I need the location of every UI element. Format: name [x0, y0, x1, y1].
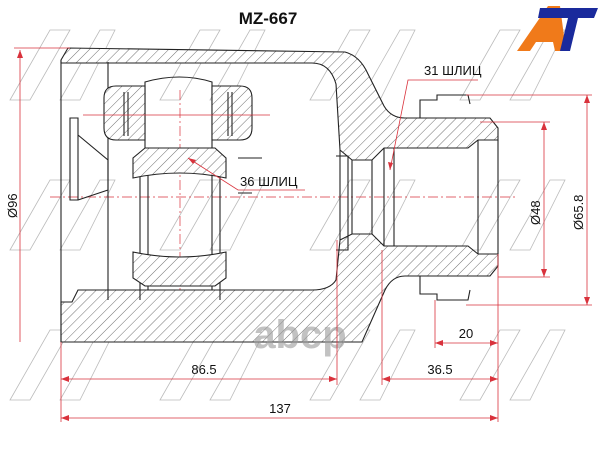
spider-marks [238, 157, 262, 194]
seal-lines [339, 150, 353, 240]
circlip [336, 155, 349, 251]
dimension-20: 20 [435, 326, 498, 346]
dimension-d48: Ø48 [480, 121, 550, 278]
boot-clamp [69, 117, 109, 201]
sat-watermark-mark [459, 329, 566, 401]
svg-text:86.5: 86.5 [191, 362, 216, 377]
dimension-36-5: 36.5 [382, 362, 498, 382]
boot-ring-lower [419, 276, 471, 301]
leader-36-spline: 36 ШЛИЦ [187, 157, 305, 191]
svg-text:20: 20 [459, 326, 473, 341]
sat-watermark-mark [459, 179, 566, 251]
leader-31-spline: 31 ШЛИЦ [388, 63, 482, 171]
part-number-title: MZ-667 [239, 9, 298, 28]
abcp-watermark: abcp [253, 313, 346, 357]
sat-watermark-mark [9, 179, 116, 251]
dimension-86-5: 86.5 [61, 362, 337, 382]
sat-watermark-mark [9, 29, 116, 101]
dimension-d96: Ø96 [5, 47, 70, 342]
dimension-137: 137 [61, 401, 498, 421]
dimension-d65-8: Ø65.8 [466, 94, 592, 306]
svg-text:36.5: 36.5 [427, 362, 452, 377]
boot-ring-upper [419, 94, 471, 118]
sat-watermark-mark [459, 29, 566, 101]
tripod-spider-lower [132, 251, 227, 287]
needle-bearings [123, 92, 233, 136]
housing-upper-section [60, 47, 499, 161]
stem-lines [371, 140, 499, 254]
svg-text:Ø65.8: Ø65.8 [571, 195, 586, 230]
tripod-spider-upper [132, 147, 227, 179]
at-logo [517, 6, 598, 51]
svg-text:Ø48: Ø48 [528, 200, 543, 225]
svg-text:31 ШЛИЦ: 31 ШЛИЦ [424, 63, 482, 78]
svg-text:137: 137 [269, 401, 291, 416]
trunnion [144, 76, 213, 148]
svg-text:36 ШЛИЦ: 36 ШЛИЦ [240, 174, 298, 189]
svg-text:Ø96: Ø96 [5, 193, 20, 218]
